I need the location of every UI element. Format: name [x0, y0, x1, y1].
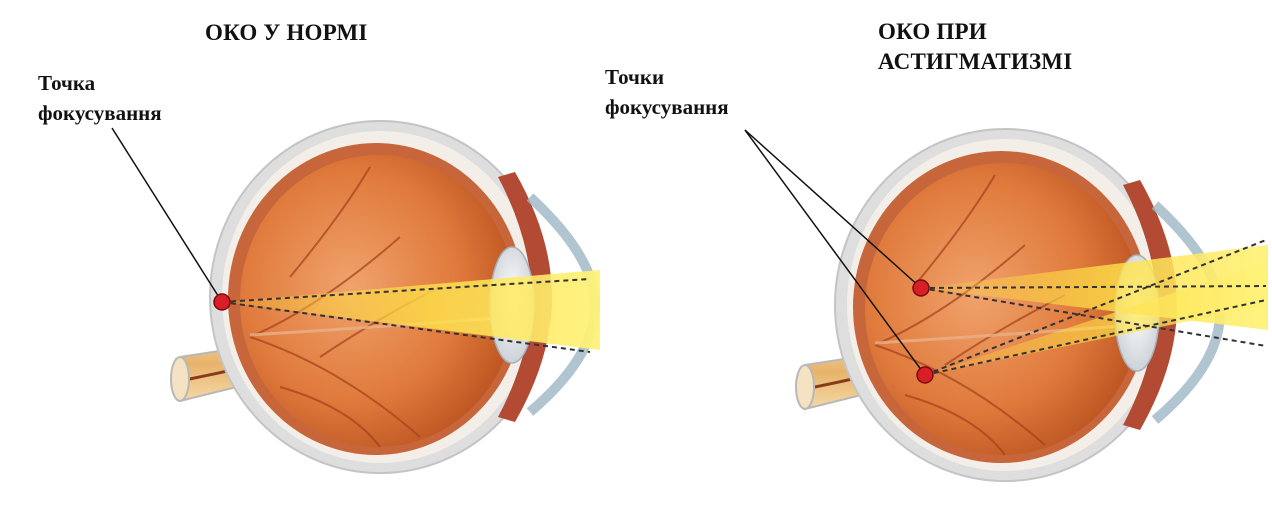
normal-eye-pointer-line	[112, 128, 222, 302]
astigmatic-focus-point-2	[917, 367, 933, 383]
astigmatic-focus-point-1	[913, 280, 929, 296]
normal-eye-focus-point	[214, 294, 230, 310]
